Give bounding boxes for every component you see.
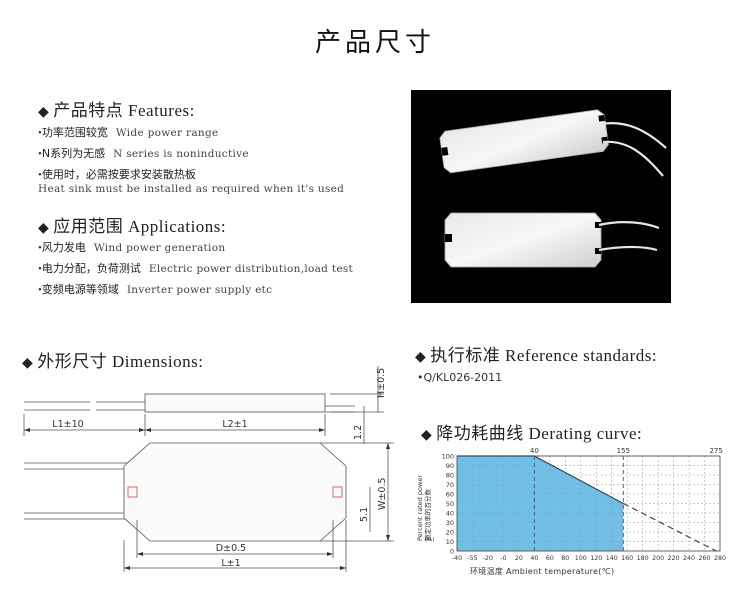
applications-heading: ◆应用范围 Applications: (38, 217, 227, 236)
features-heading: ◆产品特点 Features: (38, 101, 195, 120)
dim-thickness-label: 1.2 (353, 425, 364, 440)
derating-xlabel: 环境温度 Ambient temperature(℃) (470, 567, 615, 576)
x-tick-label: 60 (546, 555, 554, 562)
derating-area (457, 456, 624, 551)
y-tick-label: 80 (446, 472, 454, 480)
x-tick-label: 260 (699, 555, 711, 562)
y-tick-label: 30 (446, 519, 454, 527)
y-tick-label: 0 (450, 548, 454, 556)
diamond-icon: ◆ (415, 349, 427, 365)
resistor-upper (439, 109, 609, 174)
ylabel-unit: (%) (425, 537, 435, 543)
x-tick-label: 140 (606, 555, 618, 562)
x-tick-label: 100 (575, 555, 587, 562)
diamond-icon: ◆ (22, 355, 34, 371)
x-tick-label: 280 (714, 555, 726, 562)
diamond-icon: ◆ (38, 220, 50, 236)
y-tick-label: 50 (446, 500, 454, 508)
x-tick-label: 20 (515, 555, 523, 562)
y-tick-label: 40 (446, 510, 454, 518)
bullet-icon: • (38, 263, 42, 275)
bullet-icon: • (38, 242, 42, 254)
dim-w-label: W±0.5 (377, 478, 388, 510)
top-marker-label: 155 (617, 447, 630, 455)
x-tick-label: -55 (467, 555, 477, 562)
bullet-icon: • (38, 127, 42, 139)
feature-note: Heat sink must be installed as required … (38, 183, 345, 195)
bullet-icon: • (38, 284, 42, 296)
x-tick-label: 120 (590, 555, 602, 562)
derating-chart: Percent rated power 额定功率的百分数 (%) 40 155 27… (416, 447, 726, 562)
bullet-icon: • (38, 169, 42, 181)
x-tick-label: 220 (668, 555, 680, 562)
dim-h-label: H±0.5 (376, 368, 387, 398)
dim-l2-label: L2±1 (222, 419, 247, 430)
top-marker-label: 40 (530, 447, 539, 455)
y-tick-label: 70 (446, 481, 454, 489)
dim-l1-label: L1±10 (52, 419, 83, 430)
dim-d-label: D±0.5 (216, 543, 246, 554)
diamond-icon: ◆ (38, 104, 50, 120)
bullet-icon: • (417, 371, 424, 384)
x-tick-label: -0 (500, 555, 506, 562)
resistor-lower (444, 212, 602, 268)
page-title: 产品尺寸 (314, 28, 435, 58)
dimensions-heading: ◆外形尺寸 Dimensions: (22, 352, 204, 371)
x-tick-label: 200 (652, 555, 664, 562)
standards-heading: ◆执行标准 Reference standards: (415, 346, 658, 365)
y-tick-label: 10 (446, 538, 454, 546)
bullet-icon: • (38, 148, 42, 160)
standards-value: •Q/KL026-2011 (417, 371, 503, 384)
y-tick-label: 100 (442, 453, 454, 461)
product-photo (411, 90, 671, 303)
x-tick-label: 80 (561, 555, 569, 562)
x-tick-label: 180 (637, 555, 649, 562)
y-tick-label: 60 (446, 491, 454, 499)
dim-l-label: L±1 (221, 558, 240, 569)
plot-frame (456, 455, 721, 552)
x-tick-label: -20 (483, 555, 493, 562)
x-tick-label: 240 (683, 555, 695, 562)
ylabel-zh: 额定功率的百分数 (423, 489, 432, 542)
derating-heading: ◆降功耗曲线 Derating curve: (421, 424, 643, 443)
x-tick-label: 160 (621, 555, 633, 562)
top-marker-label: 275 (709, 447, 722, 455)
y-tick-label: 90 (446, 462, 454, 470)
ylabel-group: Percent rated power 额定功率的百分数 (%) (416, 475, 435, 543)
dim-hole-label: 5.1 (359, 507, 370, 522)
diamond-icon: ◆ (421, 427, 433, 443)
dimension-drawing: L1±10 L2±1 H±0.5 1.2 W±0.5 5.1 D±0.5 L±1 (23, 366, 394, 572)
y-tick-label: 20 (446, 529, 454, 537)
feature-item: •使用时，必需按要求安装散热板 (38, 168, 196, 181)
ylabel-en: Percent rated power (416, 475, 424, 541)
series-line-1 (623, 502, 717, 552)
x-tick-label: 40 (530, 555, 538, 562)
x-tick-label: -40 (452, 555, 462, 562)
